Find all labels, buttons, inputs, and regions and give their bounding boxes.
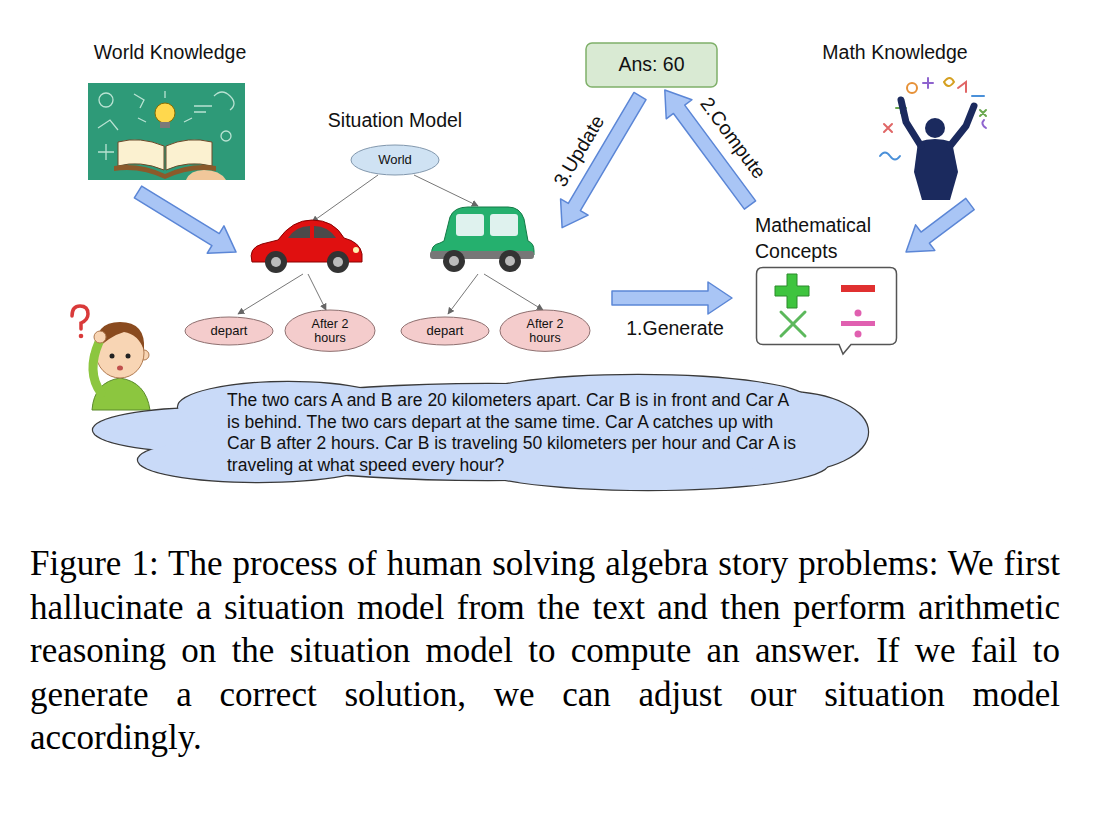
tree-line <box>448 274 478 314</box>
divide-dot <box>855 331 862 338</box>
cloud-fill <box>93 375 868 490</box>
car-wheel <box>443 250 465 272</box>
update-arrow <box>548 88 653 236</box>
node-text: After 2 hours <box>517 317 573 346</box>
world-knowledge-picture <box>88 83 245 180</box>
divide-symbol <box>841 310 875 338</box>
question-mark-symbol <box>72 306 88 329</box>
child-eye <box>110 354 115 359</box>
tree-line <box>308 274 326 310</box>
minus-symbol <box>841 285 875 292</box>
node-text: Mathematical Concepts <box>755 212 895 264</box>
green-car <box>430 207 534 272</box>
hand <box>186 170 226 180</box>
car-window <box>288 226 310 238</box>
car-hub <box>333 257 343 267</box>
figure-caption: Figure 1: The process of human solving a… <box>30 542 1060 760</box>
answer-box: Ans: 60 <box>585 42 718 88</box>
confused-child-picture <box>72 306 150 410</box>
times-stroke <box>781 312 805 336</box>
event-ellipse: depart <box>400 316 490 346</box>
event-ellipse: depart <box>184 316 274 346</box>
tree-line <box>414 175 478 206</box>
section-label: World Knowledge <box>94 41 246 64</box>
math-knowledge-picture <box>880 78 986 200</box>
node-text: Ans: 60 <box>618 53 684 76</box>
question-mark-dot <box>79 334 84 339</box>
node-outline <box>755 266 898 356</box>
car-wheel <box>265 251 287 273</box>
car-window <box>490 214 518 236</box>
box-outline <box>586 43 717 87</box>
ellipse-outline <box>185 317 273 345</box>
car-wheel <box>327 251 349 273</box>
step-label: 1.Generate <box>626 317 724 340</box>
tree-line <box>238 274 303 314</box>
child-mouth <box>117 366 123 371</box>
car-window <box>456 214 484 236</box>
figure-arm <box>950 106 974 146</box>
divide-bar <box>841 321 875 326</box>
concept-bubble: Mathematical Concepts <box>752 208 902 356</box>
event-ellipse: After 2 hours <box>284 309 376 352</box>
red-car <box>251 220 362 273</box>
section-label: Situation Model <box>328 109 462 132</box>
car-body <box>432 207 534 255</box>
section-label: Math Knowledge <box>822 41 967 64</box>
ellipse-outline <box>500 310 590 351</box>
chalkboard <box>88 83 245 180</box>
knowledge-arrow <box>130 178 245 265</box>
speech-bubble-outline <box>757 268 897 355</box>
child-arm <box>93 342 101 393</box>
ellipse-outline <box>285 310 375 351</box>
step-label: 2.Compute <box>695 93 770 183</box>
car-window <box>314 226 336 238</box>
ellipse-outline <box>351 145 439 175</box>
times-stroke <box>781 312 805 336</box>
knowledge-arrow <box>896 191 979 265</box>
times-symbol <box>781 312 805 336</box>
event-ellipse: After 2 hours <box>499 309 591 352</box>
child-eye <box>126 354 131 359</box>
light-bulb <box>155 103 175 123</box>
tree-line <box>484 274 543 310</box>
ellipse-outline <box>401 317 489 345</box>
car-hub <box>449 256 459 266</box>
node-text: World <box>378 153 412 168</box>
figure-head <box>925 118 945 138</box>
car-hub <box>271 257 281 267</box>
tree-lines <box>238 175 543 314</box>
car-light <box>353 247 359 253</box>
bulb-base <box>160 122 170 128</box>
cloud-outline <box>93 375 868 490</box>
car-wheel <box>499 250 521 272</box>
divide-dot <box>855 310 862 317</box>
node-text: After 2 hours <box>302 317 358 346</box>
car-hub <box>505 256 515 266</box>
problem-cloud: The two cars A and B are 20 kilometers a… <box>88 372 872 494</box>
step-label: 3.Update <box>549 111 609 191</box>
plus-symbol <box>775 274 809 308</box>
node-text: depart <box>427 324 464 339</box>
node-text: The two cars A and B are 20 kilometers a… <box>227 390 802 476</box>
node-text: depart <box>211 324 248 339</box>
generate-arrow <box>612 282 732 314</box>
figure-arm <box>901 100 921 146</box>
tree-line <box>312 175 378 222</box>
concept-ellipse: World <box>350 144 440 176</box>
child-hand <box>94 331 106 343</box>
